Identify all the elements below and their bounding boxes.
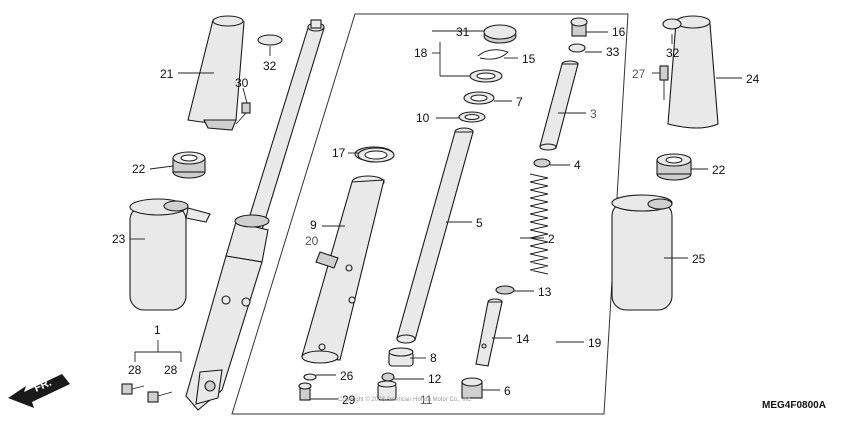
bolt-29 [298,382,312,401]
fork-cover-upper-right [667,15,719,129]
callout-7: 7 [516,95,523,109]
fork-cover-upper-left [187,15,245,131]
callout-11: 11 [420,393,433,407]
fork-pipe-5 [396,127,474,344]
callout-33: 33 [606,45,620,59]
rod-14 [475,298,503,367]
callout-29: 29 [342,393,356,407]
bushing-8 [388,347,414,367]
callout-16: 16 [612,25,626,39]
spacer-3 [539,60,579,151]
callout-4: 4 [574,158,581,172]
callout-labels: 21 30 32 22 23 1 28 28 17 9 20 31 18 15 … [112,25,760,407]
piece-11 [377,380,397,401]
o-ring-33 [568,43,586,53]
callout-30: 30 [235,76,249,90]
ring-13 [495,285,515,295]
callout-32-left: 32 [263,59,277,73]
bearing-left [172,151,206,179]
copyright-watermark: Copyright © 2008 American Honda Motor Co… [338,396,472,403]
callout-15: 15 [522,52,536,66]
o-ring-left [257,34,283,46]
fork-leg-assembly [185,19,325,411]
callout-18: 18 [414,46,428,60]
spring-6 [461,377,483,399]
callout-1: 1 [154,323,161,337]
washer-12 [381,372,395,382]
callout-5: 5 [476,216,483,230]
top-stack [458,24,517,123]
leader-lines [130,30,742,400]
callout-26: 26 [340,369,354,383]
bolt-28b [147,391,173,403]
callout-22-right: 22 [712,163,726,177]
outer-tube-9 [301,146,394,364]
callout-13: 13 [538,285,552,299]
callout-22-left: 22 [132,162,146,176]
callout-21: 21 [160,67,174,81]
callout-31: 31 [456,25,470,39]
lower-cover-right [611,194,673,311]
washer-26 [303,373,317,381]
cap-bolt-16 [570,17,588,37]
spring-2 [529,173,549,275]
washer-4 [533,158,551,168]
callout-12: 12 [428,372,442,386]
callout-28-right: 28 [164,363,178,377]
callout-27: 27 [632,67,646,81]
callout-20: 20 [305,234,319,248]
lower-cover-left [129,198,211,311]
bearing-right [656,153,692,181]
figure-code: MEG4F0800A [762,400,826,411]
callout-14: 14 [516,332,530,346]
o-ring-right [662,18,682,30]
callout-10: 10 [416,111,430,125]
front-direction-arrow: FR. [8,374,70,408]
callout-2: 2 [548,232,555,246]
subassembly-frame [231,13,629,415]
callout-19: 19 [588,336,602,350]
callout-9: 9 [310,218,317,232]
callout-25: 25 [692,252,706,266]
callout-6: 6 [504,384,511,398]
callout-17: 17 [332,146,346,160]
callout-32-right: 32 [666,46,680,60]
bolt-27 [659,65,669,100]
callout-28-left: 28 [128,363,142,377]
callout-23: 23 [112,232,126,246]
callout-3: 3 [590,107,597,121]
spring-group [461,17,588,399]
bolt-28a [121,383,145,395]
bolt-30 [235,102,251,125]
callout-24: 24 [746,72,760,86]
callout-8: 8 [430,351,437,365]
